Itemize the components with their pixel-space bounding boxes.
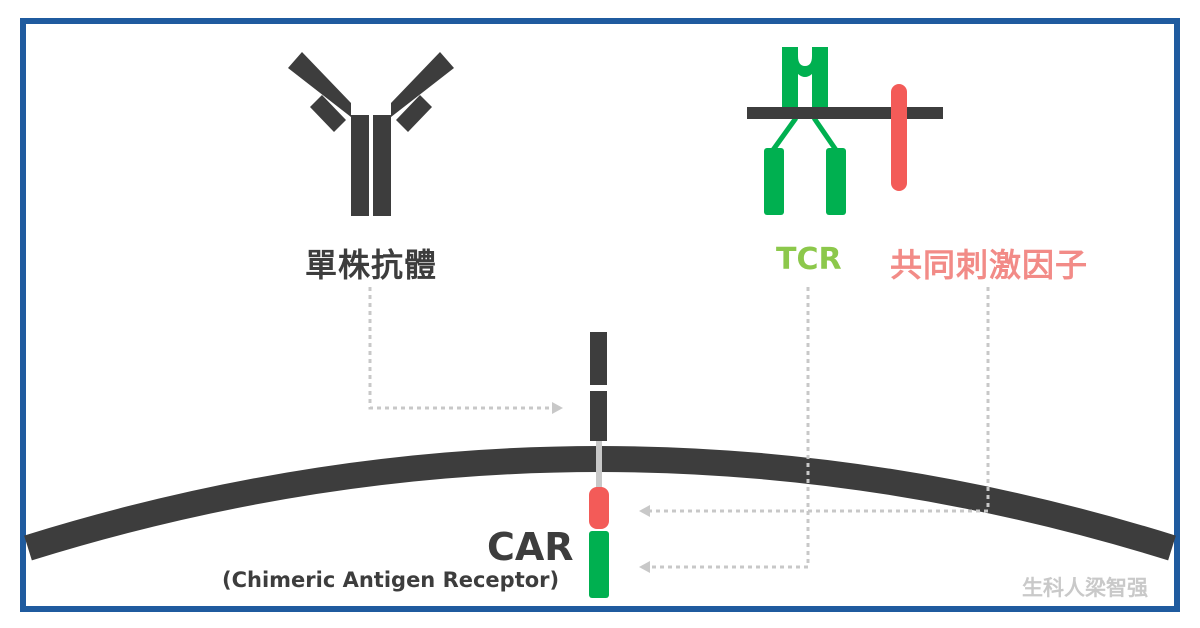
arrow-costim-to-car xyxy=(650,287,990,513)
monoclonal-antibody-label: 單株抗體 xyxy=(305,246,438,284)
costimulatory-molecule-icon xyxy=(891,84,907,191)
outer-frame xyxy=(20,18,1180,612)
monoclonal-antibody-icon xyxy=(288,52,454,216)
tcr-icon xyxy=(764,47,846,215)
car-title: CAR xyxy=(487,525,574,569)
tcr-label: TCR xyxy=(776,242,842,277)
arrow-antibody-to-car xyxy=(368,287,552,410)
watermark: 生科人梁智强 xyxy=(1022,576,1148,600)
arrow-head-left-lower xyxy=(639,561,650,573)
car-cd3z-domain xyxy=(589,531,609,598)
car-subtitle: (Chimeric Antigen Receptor) xyxy=(222,568,560,592)
arrow-tcr-to-car xyxy=(650,287,810,569)
car-scfv-lower xyxy=(590,391,607,441)
car-costim-domain xyxy=(589,487,609,529)
dotted-arrows xyxy=(368,287,990,569)
arrow-heads xyxy=(552,402,650,573)
arrow-head-right xyxy=(552,402,563,414)
car-construct-icon xyxy=(589,332,609,598)
arrow-head-left-upper xyxy=(639,505,650,517)
car-scfv-upper xyxy=(590,332,607,385)
car-hinge xyxy=(596,441,602,489)
tcell-membrane-bar xyxy=(747,107,943,119)
costimulatory-factor-label: 共同刺激因子 xyxy=(890,246,1089,284)
